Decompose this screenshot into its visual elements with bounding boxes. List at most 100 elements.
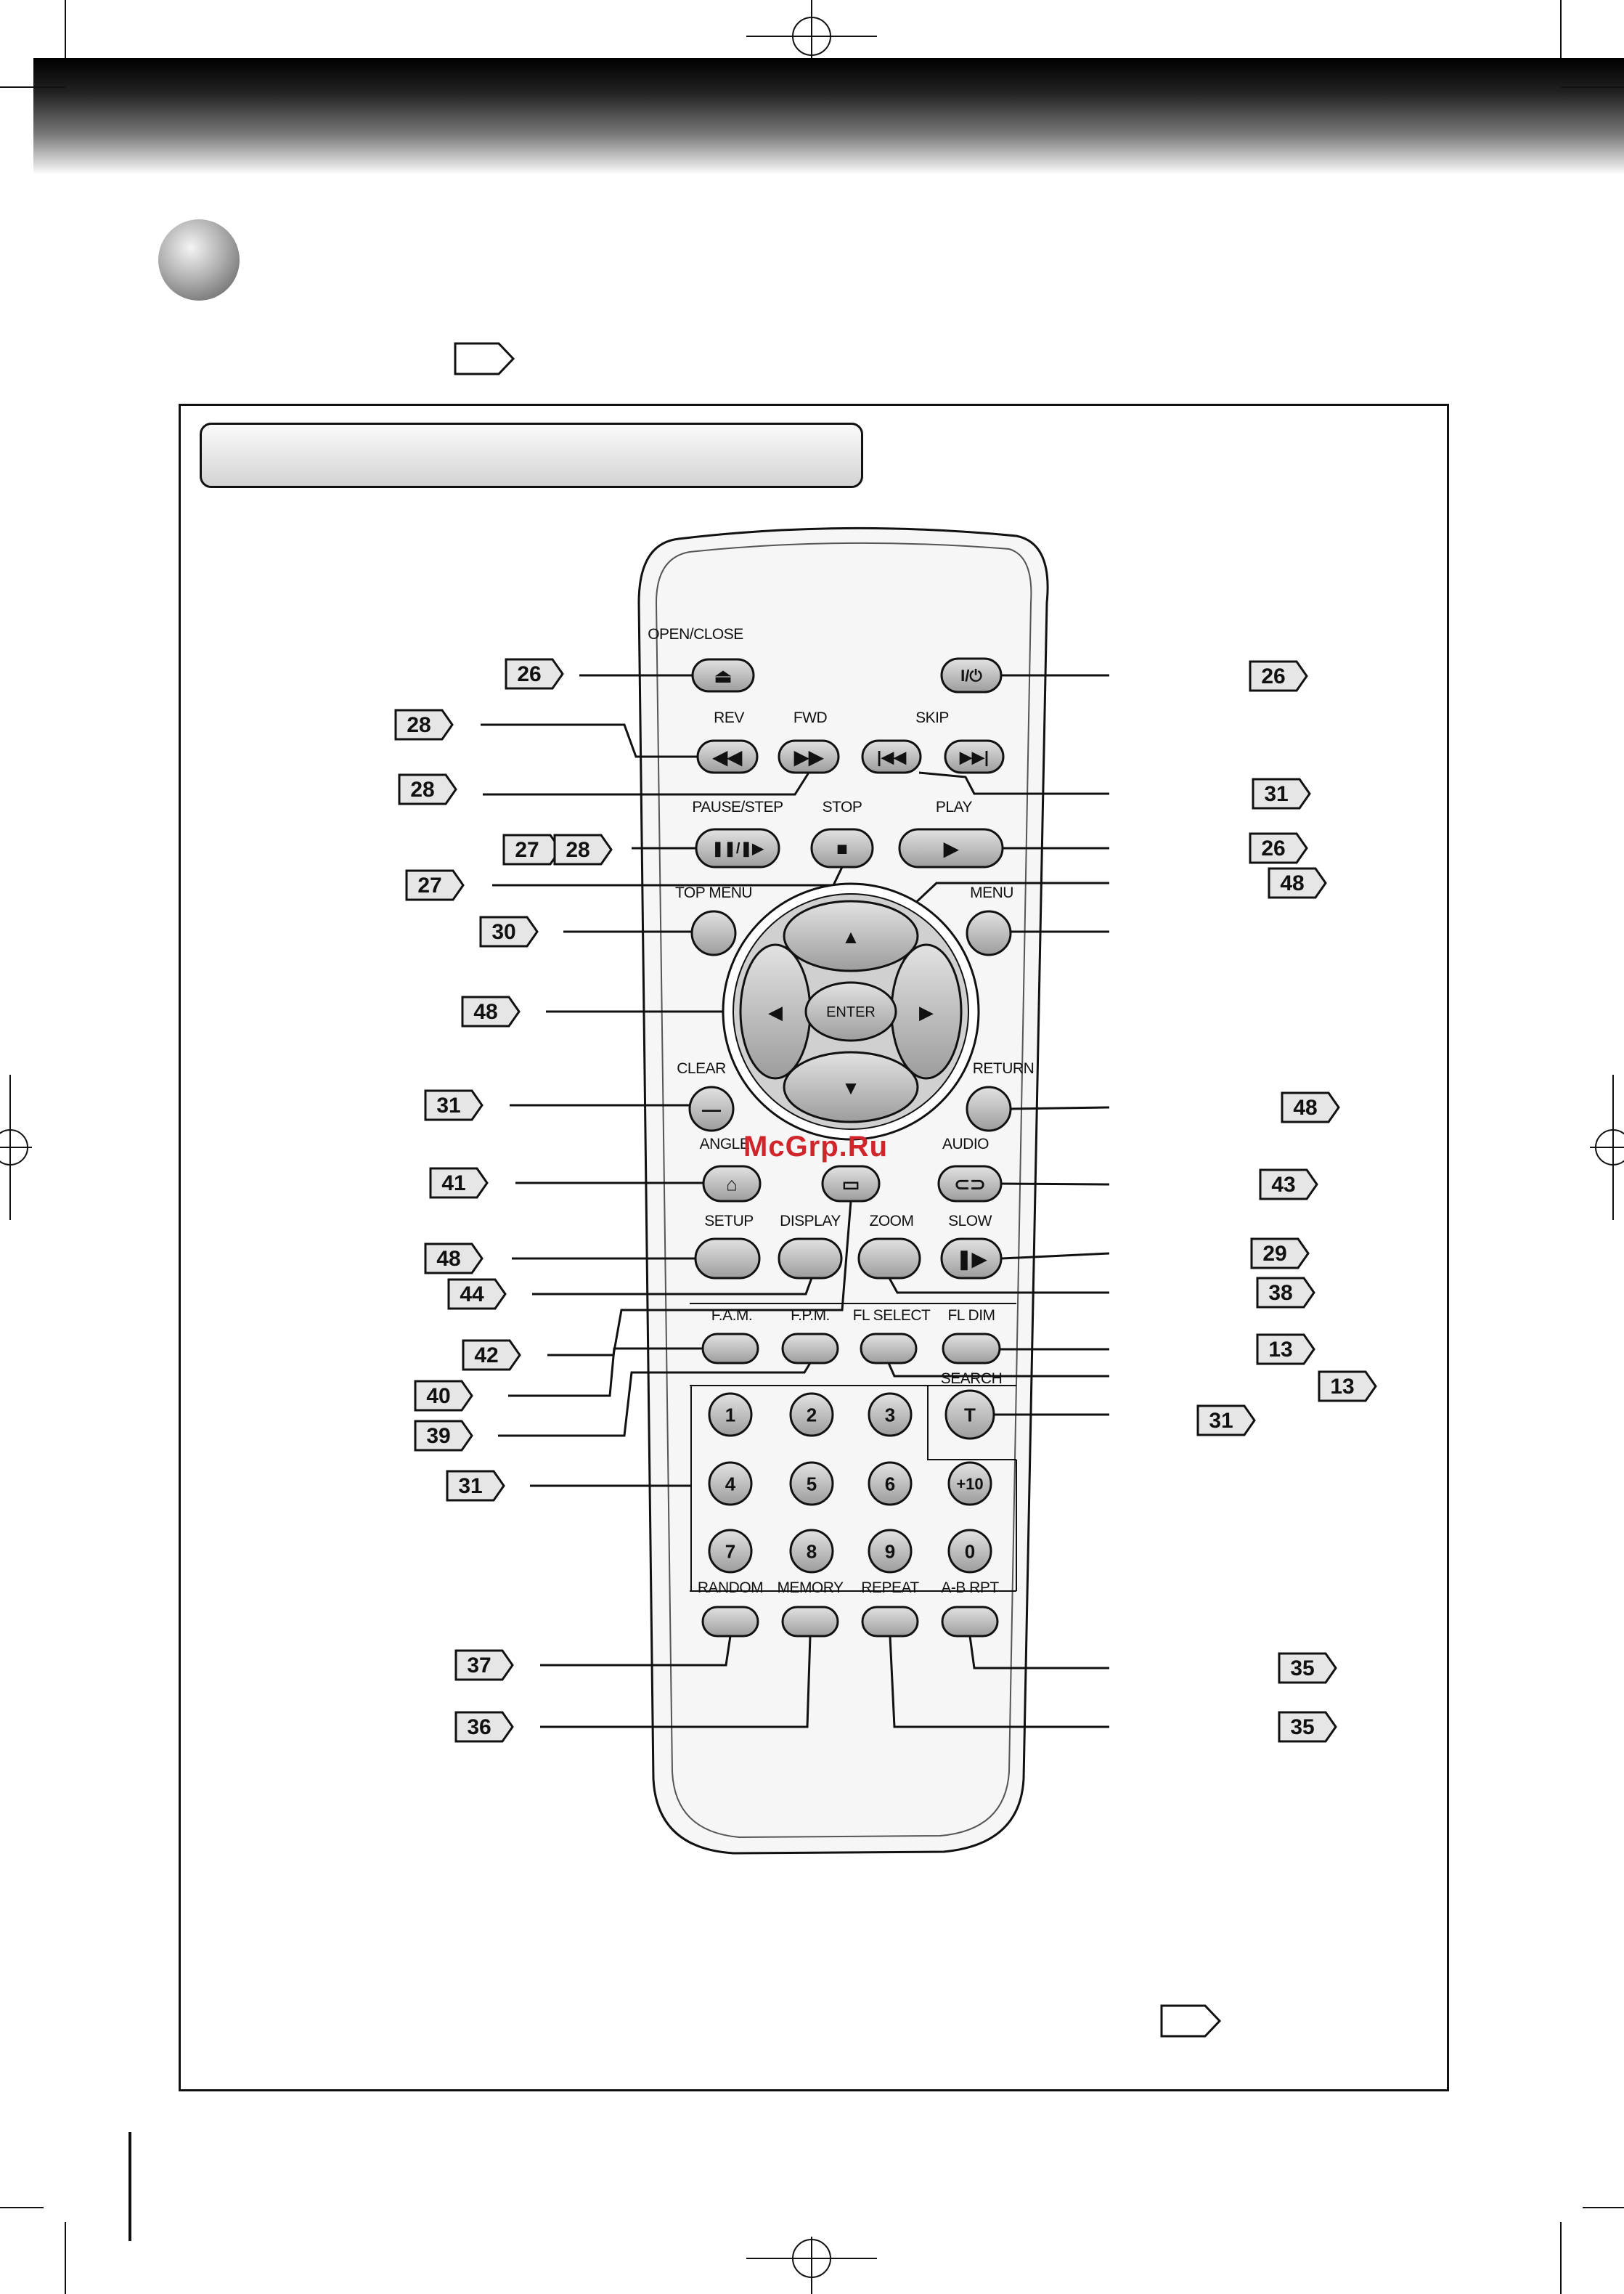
- leader-line: [481, 723, 697, 758]
- page-ref-tag: 31: [424, 1089, 483, 1121]
- num-0-button[interactable]: 0: [947, 1529, 992, 1574]
- top-menu-label: TOP MENU: [675, 884, 752, 901]
- page-ref-tag: 31: [1252, 778, 1311, 810]
- angle-icon: ⌂: [726, 1173, 738, 1195]
- fwd-button[interactable]: ▶▶: [778, 739, 840, 774]
- rev-button[interactable]: ◀◀: [696, 739, 759, 774]
- page-ref-tag: 40: [414, 1380, 473, 1412]
- leader-line: [508, 1347, 703, 1397]
- leader-line: [968, 1635, 1109, 1669]
- section-title-pill: [200, 423, 863, 488]
- page-ref-number: 26: [517, 662, 541, 686]
- fam-label: F.A.M.: [711, 1307, 753, 1324]
- page-ref-tag: 48: [424, 1242, 483, 1274]
- leader-line: [918, 771, 1109, 795]
- page-ref-number: 44: [460, 1282, 484, 1306]
- header-gradient-bar: [33, 58, 1624, 174]
- zoom-label: ZOOM: [870, 1213, 914, 1229]
- page-ref-tag: 41: [429, 1167, 489, 1199]
- num-9-button[interactable]: 9: [868, 1529, 913, 1574]
- audio-icon: ⊂⊃: [954, 1173, 986, 1195]
- fpm-label: F.P.M.: [791, 1307, 830, 1324]
- dpad-right-button[interactable]: ▶: [890, 943, 963, 1080]
- ab-rpt-button[interactable]: [941, 1606, 999, 1638]
- zoom-button[interactable]: [857, 1237, 921, 1280]
- page-ref-number: 27: [515, 838, 539, 862]
- page-ref-number: 31: [458, 1474, 482, 1498]
- memory-label: MEMORY: [777, 1579, 844, 1596]
- page-ref-number: 36: [467, 1715, 491, 1739]
- page-ref-number: 35: [1290, 1656, 1314, 1680]
- page-ref-tag: 39: [414, 1420, 473, 1452]
- page-ref-number: 28: [566, 838, 589, 862]
- page-ref-tag: 30: [479, 916, 539, 948]
- page-ref-tag: 44: [447, 1278, 507, 1310]
- play-button[interactable]: ▶: [898, 828, 1004, 869]
- num-3-number: 3: [885, 1404, 895, 1425]
- setup-label: SETUP: [704, 1213, 754, 1229]
- fpm-button[interactable]: [781, 1333, 839, 1364]
- random-button[interactable]: [701, 1606, 759, 1638]
- return-button[interactable]: [966, 1086, 1012, 1132]
- menu-button[interactable]: [966, 910, 1012, 956]
- dpad-left-button[interactable]: ◀: [739, 943, 812, 1080]
- random-label: RANDOM: [698, 1579, 763, 1596]
- skip-fwd-button[interactable]: ▶▶|: [944, 739, 1005, 774]
- search-button[interactable]: T: [944, 1389, 995, 1440]
- memory-button[interactable]: [781, 1606, 839, 1638]
- enter-button[interactable]: ENTER: [804, 981, 897, 1042]
- page-ref-number: 13: [1330, 1375, 1354, 1399]
- pause-step-button[interactable]: ❚❚/❚▶: [695, 828, 780, 869]
- num-7-number: 7: [725, 1540, 735, 1562]
- skip-forward-icon: ▶▶|: [959, 748, 989, 766]
- angle-button[interactable]: ⌂: [702, 1165, 762, 1203]
- audio-button[interactable]: ⊂⊃: [937, 1165, 1003, 1203]
- page-ref-number: 26: [1261, 837, 1285, 861]
- repeat-button[interactable]: [861, 1606, 919, 1638]
- display-button[interactable]: [778, 1237, 843, 1280]
- return-label: RETURN: [973, 1060, 1035, 1077]
- page-ref-number: 31: [436, 1094, 460, 1118]
- setup-button[interactable]: [694, 1237, 761, 1280]
- slow-button[interactable]: ❚▶: [940, 1237, 1003, 1280]
- search-number: T: [964, 1404, 976, 1425]
- num-5-button[interactable]: 5: [789, 1461, 834, 1506]
- ab-rpt-label: A-B RPT: [941, 1579, 999, 1596]
- num-3-button[interactable]: 3: [868, 1392, 913, 1437]
- section-bullet: [158, 219, 240, 301]
- page-ref-tag: 29: [1250, 1237, 1310, 1269]
- fl-select-button[interactable]: [860, 1333, 918, 1364]
- subtitle-icon: ▭: [842, 1173, 860, 1195]
- repeat-label: REPEAT: [861, 1579, 919, 1596]
- dpad-up-button[interactable]: ▲: [783, 900, 919, 972]
- page-ref-tag: 31: [446, 1470, 505, 1502]
- skip-back-button[interactable]: |◀◀: [861, 739, 922, 774]
- num-plus10-button[interactable]: +10: [947, 1461, 992, 1506]
- fam-button[interactable]: [701, 1333, 759, 1364]
- page-ref-number: 37: [467, 1654, 491, 1677]
- num-6-number: 6: [885, 1473, 895, 1494]
- leader-line: [540, 1635, 732, 1667]
- page-edge-bar: [128, 2132, 131, 2241]
- top-menu-button[interactable]: [690, 910, 737, 956]
- num-7-button[interactable]: 7: [708, 1529, 753, 1574]
- page-ref-number: 26: [1261, 664, 1285, 688]
- clear-button[interactable]: —: [688, 1086, 735, 1132]
- num-1-button[interactable]: 1: [708, 1392, 753, 1437]
- dpad-down-button[interactable]: ▼: [783, 1051, 919, 1123]
- stop-icon: ■: [836, 837, 848, 859]
- num-2-button[interactable]: 2: [789, 1392, 834, 1437]
- num-8-button[interactable]: 8: [789, 1529, 834, 1574]
- page-ref-tag: 28: [394, 709, 454, 741]
- open-close-button[interactable]: ⏏: [691, 658, 755, 693]
- menu-label: MENU: [970, 884, 1013, 901]
- page-ref-tag: 26: [1249, 832, 1308, 864]
- power-button[interactable]: I/⏻: [940, 657, 1003, 694]
- fl-dim-button[interactable]: [942, 1333, 1001, 1364]
- fl-dim-label: FL DIM: [947, 1307, 995, 1324]
- subtitle-button[interactable]: ▭: [821, 1165, 881, 1203]
- num-4-button[interactable]: 4: [708, 1461, 753, 1506]
- num-6-button[interactable]: 6: [868, 1461, 913, 1506]
- stop-button[interactable]: ■: [810, 828, 874, 869]
